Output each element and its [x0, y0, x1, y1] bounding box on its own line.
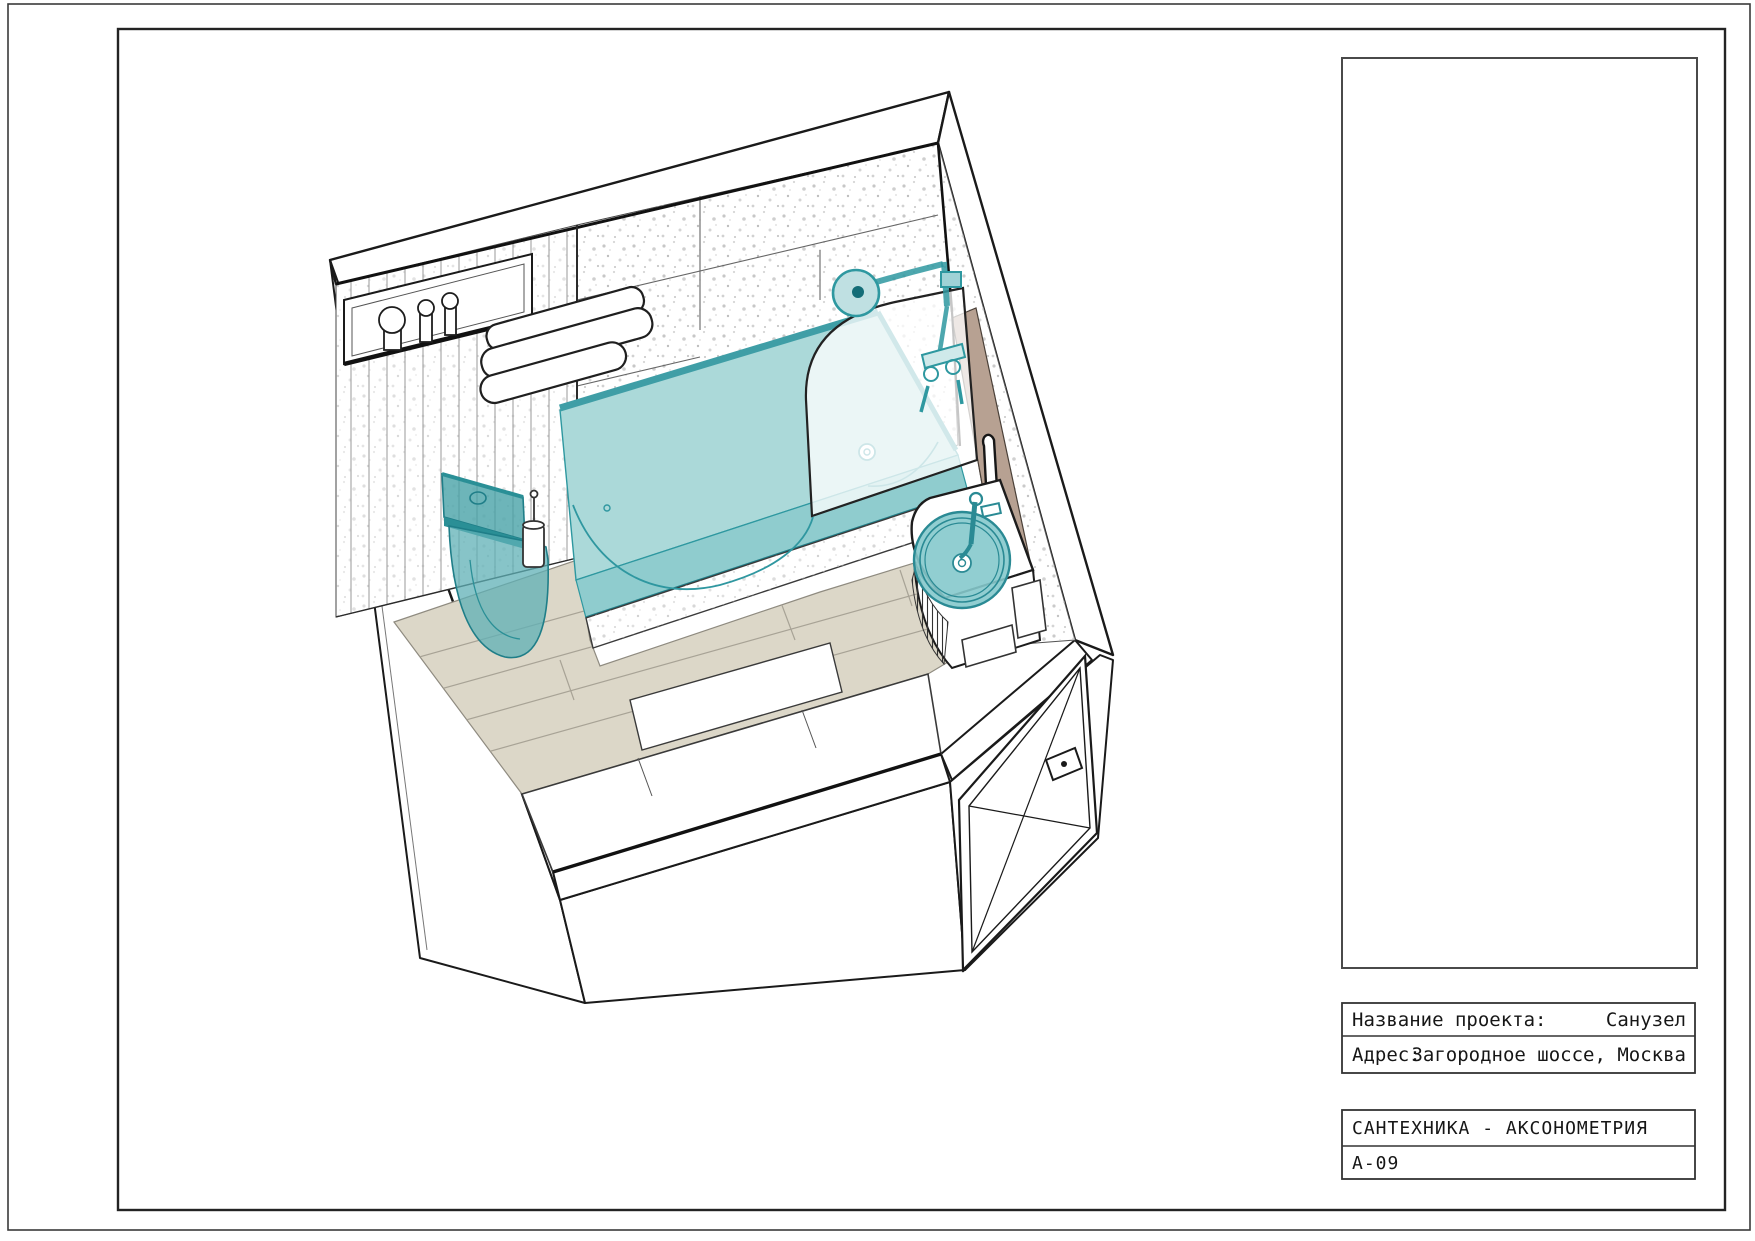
towels: [479, 285, 654, 405]
toilet-brush: [522, 489, 545, 568]
door: [957, 653, 1099, 973]
title-block-box: [1341, 1002, 1696, 1074]
stamp-title: САНТЕХНИКА - АКСОНОМЕТРИЯ: [1352, 1117, 1648, 1139]
wall-shelf: [1011, 578, 1047, 640]
basin-faucet: [958, 491, 1003, 560]
floor: [393, 551, 1016, 874]
address-value: Загородное шоссе, Москва: [1411, 1044, 1686, 1066]
cabinet-drawer: [961, 623, 1017, 669]
legend-box: [1341, 57, 1698, 969]
shower-mixer: [919, 342, 967, 413]
glass-screen: [804, 286, 979, 518]
washbasin: [910, 478, 1047, 670]
project-name-label: Название проекта:: [1352, 1008, 1547, 1031]
address-label: Адрес:: [1352, 1044, 1421, 1066]
sheet-code: А-09: [1352, 1152, 1400, 1174]
entry-floor-strip: [520, 642, 942, 874]
project-name-value: Санузел: [1605, 1008, 1686, 1031]
toiletry-bottles: [378, 292, 459, 351]
stamp-box: [1341, 1109, 1696, 1180]
shower-set: [831, 261, 967, 413]
